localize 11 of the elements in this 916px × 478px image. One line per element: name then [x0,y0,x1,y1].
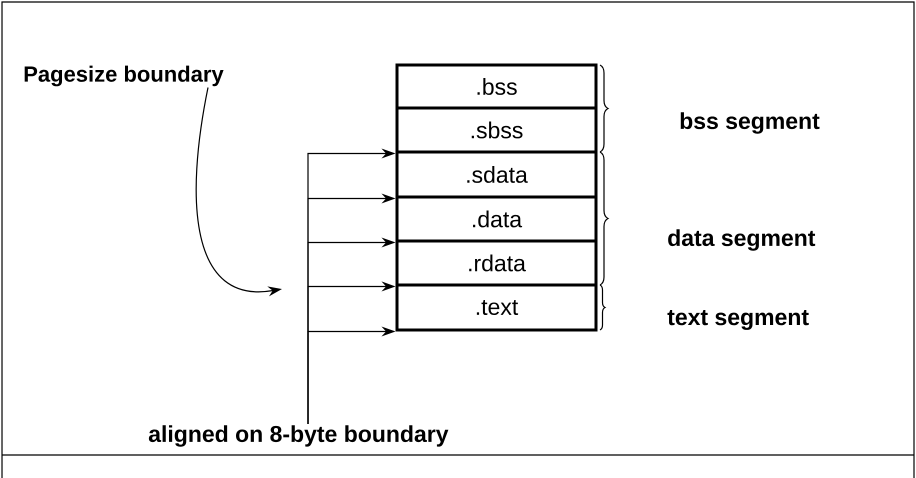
section-box: .sdata [396,150,598,198]
segment-label: data segment [668,229,816,251]
segment-label: text segment [667,310,809,330]
section-box: .data [396,196,598,242]
segment-label: bss segment [680,112,820,134]
text-label: aligned on 8-byte boundary [148,425,448,447]
section-box: .text [396,284,598,332]
text-label: Pagesize boundary [24,66,224,86]
section-box: .bss [396,64,598,110]
section-box: .rdata [396,240,598,286]
section-box: .sbss [396,106,598,154]
